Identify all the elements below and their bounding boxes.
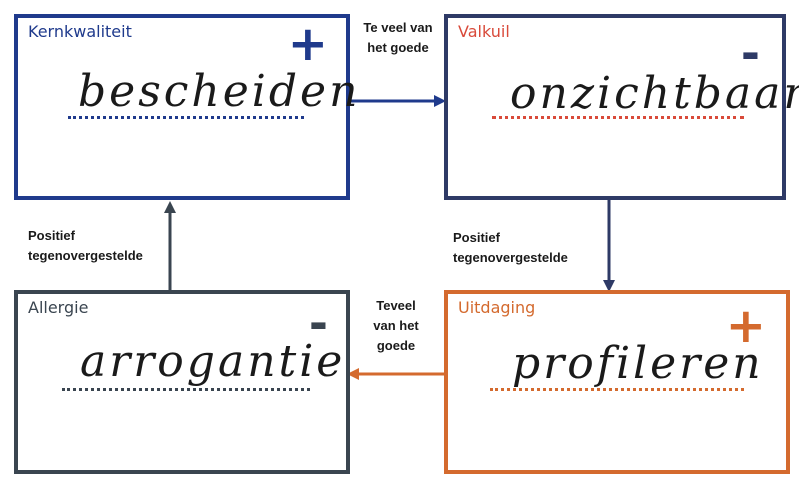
left-arrow-label: Positief tegenovergestelde: [28, 226, 143, 266]
arrowhead-valkuil-to-uitdaging: [603, 280, 615, 292]
uitdaging-underline: [490, 388, 744, 391]
arrowhead-allergie-to-kern: [164, 201, 176, 213]
uitdaging-word: profileren: [512, 338, 764, 389]
kernkwaliteit-title: Kernkwaliteit: [28, 22, 132, 41]
top-label-line2: het goede: [367, 40, 429, 55]
allergie-box: Allergie - arrogantie: [14, 290, 350, 474]
valkuil-underline: [492, 116, 744, 119]
left-label-line1: Positief: [28, 228, 75, 243]
right-label-line1: Positief: [453, 230, 500, 245]
valkuil-box: Valkuil - onzichtbaar: [444, 14, 799, 200]
left-label-line2: tegenovergestelde: [28, 248, 143, 263]
kernkwaliteit-underline: [68, 116, 304, 119]
plus-sign: +: [287, 16, 328, 72]
arrowhead-uitdaging-to-allergie: [347, 368, 359, 380]
minus-sign: -: [308, 296, 328, 350]
allergie-word: arrogantie: [80, 336, 346, 387]
bottom-arrow-label: Teveel van het goede: [360, 296, 432, 356]
top-label-line1: Te veel van: [363, 20, 433, 35]
allergie-underline: [62, 388, 310, 391]
allergie-title: Allergie: [28, 298, 89, 317]
valkuil-word: onzichtbaar: [510, 68, 799, 119]
bottom-label-line2: van het: [373, 318, 419, 333]
bottom-label-line1: Teveel: [376, 298, 416, 313]
kernkwaliteit-box: Kernkwaliteit + bescheiden: [14, 14, 357, 200]
valkuil-title: Valkuil: [458, 22, 510, 41]
plus-sign: +: [725, 298, 766, 354]
top-arrow-label: Te veel van het goede: [358, 18, 438, 58]
right-label-line2: tegenovergestelde: [453, 250, 568, 265]
minus-sign: -: [740, 26, 760, 80]
uitdaging-box: Uitdaging + profileren: [444, 290, 790, 474]
right-arrow-label: Positief tegenovergestelde: [453, 228, 568, 268]
uitdaging-title: Uitdaging: [458, 298, 536, 317]
arrowhead-kern-to-valkuil: [434, 95, 446, 107]
kernkwaliteit-word: bescheiden: [78, 66, 361, 117]
bottom-label-line3: goede: [376, 338, 416, 353]
